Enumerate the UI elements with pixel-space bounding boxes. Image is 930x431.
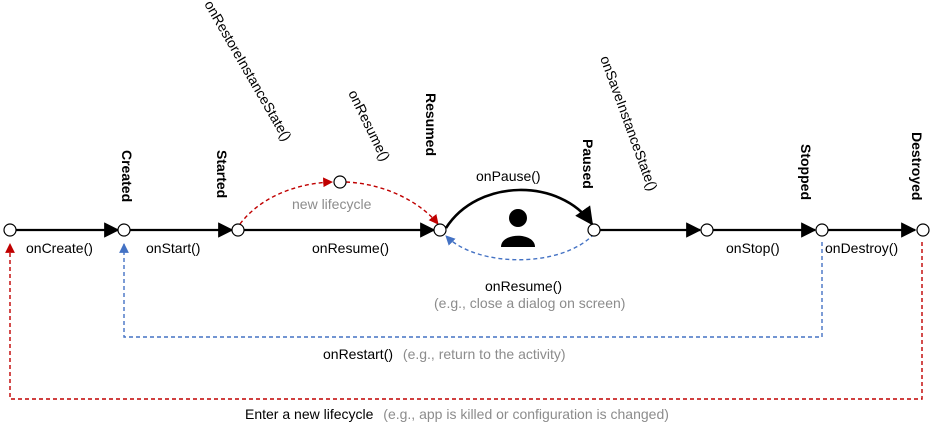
label-on-start: onStart() [146,240,200,256]
node-initial [3,223,17,237]
state-label-destroyed: Destroyed [909,132,925,200]
state-label-created: Created [119,150,135,202]
label-on-pause: onPause() [476,168,541,184]
state-label-resumed: Resumed [423,93,439,156]
label-enter-new-lifecycle: Enter a new lifecycle [245,406,374,422]
user-icon [501,209,535,247]
label-on-restart: onRestart() [323,346,393,362]
state-label-stopped: Stopped [798,144,814,200]
node-stopped [815,223,829,237]
label-on-save-instance-state: onSaveInstanceState() [597,54,661,193]
on-pause-arrow [444,188,594,229]
new-lifecycle-top-arrow-2 [345,181,439,225]
label-on-destroy: onDestroy() [825,240,898,256]
restart-loop-arrow [119,242,823,338]
on-resume-return-arrow [445,233,595,261]
restart-caption: onRestart() (e.g., return to the activit… [323,346,566,362]
annotation-new-lifecycle: new lifecycle [292,196,372,212]
label-on-restore-instance-state: onRestoreInstanceState() [201,0,295,144]
new-lifecycle-loop-arrow [5,242,923,400]
label-on-resume-top: onResume() [345,87,393,163]
label-on-stop: onStop() [726,240,780,256]
annotation-enter-new-lifecycle-example: (e.g., app is killed or configuration is… [383,406,669,422]
annotation-restart-example: (e.g., return to the activity) [403,346,566,362]
new-lifecycle-top-arrow-1 [239,177,333,225]
node-started [231,223,245,237]
new-lifecycle-caption: Enter a new lifecycle (e.g., app is kill… [245,406,669,422]
label-on-create: onCreate() [26,240,93,256]
state-label-paused: Paused [580,139,596,189]
label-on-resume-bottom: onResume() [485,278,562,294]
node-paused [587,223,601,237]
node-save-state [700,223,714,237]
node-resumed [433,223,447,237]
annotation-resume-example: (e.g., close a dialog on screen) [434,295,625,311]
state-label-started: Started [214,150,230,198]
label-on-resume: onResume() [312,240,389,256]
node-destroyed [916,223,930,237]
node-created [117,223,131,237]
node-resume-intermediate [333,175,347,189]
